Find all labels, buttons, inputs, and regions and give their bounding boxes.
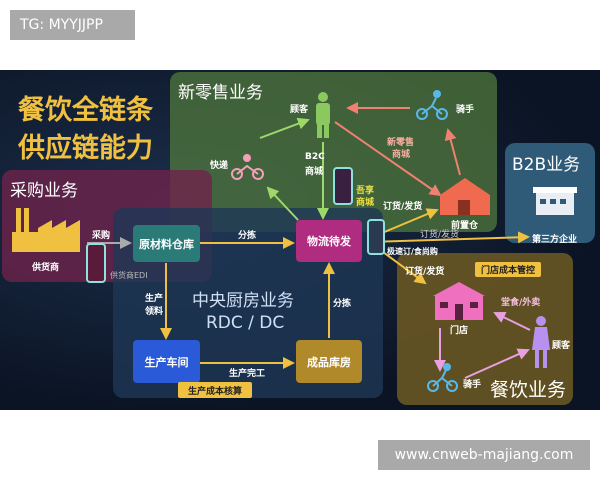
node-store-cost: 门店成本管控 (475, 262, 541, 277)
label-quick-order: 极速订/食尚购 (387, 247, 438, 256)
label-prod-pick-1: 生产 (145, 294, 164, 304)
phone-icon-supplier (86, 243, 106, 283)
label-third-party: 第三方企业 (532, 235, 578, 245)
arrow-express-customer (259, 117, 310, 139)
label-prod-done: 生产完工 (229, 369, 266, 379)
label-b2c-1: B2C (305, 152, 325, 162)
motorcycle-icon (231, 154, 264, 180)
arrow-customer-warehouse (334, 121, 442, 197)
zone-title-central-kitchen: 中央厨房业务 (192, 291, 294, 311)
arrow-customer-store (493, 311, 531, 331)
zone-title-b2b: B2B业务 (512, 155, 581, 175)
label-supplier: 供货商 (32, 263, 60, 273)
label-order-ship-3: 订货/发货 (405, 267, 445, 277)
label-sorting-2: 分拣 (333, 299, 352, 309)
label-purchase: 采购 (92, 231, 111, 241)
bicycle-icon-bottom (427, 363, 458, 392)
label-new-retail-mall-1: 新零售 (387, 138, 415, 148)
node-production-cost: 生产成本核算 (178, 382, 252, 398)
watermark-bottom: www.cnweb-majiang.com (378, 440, 590, 470)
arrows-layer (12, 90, 577, 392)
zone-title-purchase: 采购业务 (10, 181, 78, 201)
label-front-warehouse: 前置仓 (451, 221, 479, 231)
store-icon-b2b (533, 187, 577, 215)
bicycle-icon-top (416, 90, 448, 120)
arrow-order-b2b (369, 231, 530, 244)
barn-icon-front-warehouse (440, 178, 490, 215)
factory-icon (12, 208, 80, 252)
label-rider-bottom: 骑手 (463, 380, 482, 390)
customer-icon-green (316, 92, 330, 138)
label-order-ship-2: 订货/发货 (420, 230, 460, 240)
zone-title-new-retail: 新零售业务 (178, 83, 263, 103)
title-line1: 餐饮全链条 (18, 95, 153, 126)
watermark-top: TG: MYYJJPP (10, 10, 135, 40)
label-dine: 堂食/外卖 (501, 298, 541, 308)
label-wuxiang-2: 商城 (356, 198, 375, 208)
zone-subtitle-rdc: RDC / DC (206, 313, 285, 333)
label-order-ship-1: 订货/发货 (383, 202, 423, 212)
arrow-order-store (382, 251, 427, 285)
label-express: 快递 (210, 161, 229, 171)
arrow-logistics-express (266, 186, 299, 221)
label-prod-pick-2: 领料 (145, 307, 164, 317)
label-wuxiang-1: 吾享 (356, 186, 375, 196)
label-supplier-edi: 供货商EDI (110, 271, 148, 280)
label-rider-top: 骑手 (456, 105, 475, 115)
label-new-retail-mall-2: 商城 (392, 150, 411, 160)
label-customer-top: 顾客 (290, 105, 309, 115)
phone-icon-center (367, 219, 385, 255)
zone-title-catering: 餐饮业务 (490, 379, 567, 401)
title-line2: 供应链能力 (18, 133, 153, 164)
label-store: 门店 (450, 326, 469, 336)
node-finished-warehouse: 成品库房 (296, 340, 362, 383)
label-b2c-2: 商城 (305, 167, 324, 177)
customer-icon-purple (532, 316, 550, 368)
node-logistics: 物流待发 (296, 220, 362, 262)
phone-icon-wuxiang (333, 167, 353, 205)
arrow-warehouse-rider (444, 128, 461, 176)
store-icon-catering (433, 282, 485, 320)
supply-chain-diagram: 餐饮全链条 供应链能力 新零售业务 采购业务 中央厨房业务 RDC / DC B… (0, 70, 600, 410)
node-raw-warehouse: 原材料仓库 (133, 225, 200, 262)
label-sorting-1: 分拣 (238, 231, 257, 241)
node-workshop: 生产车间 (133, 340, 200, 383)
arrow-rider-customer-2 (464, 348, 530, 379)
label-customer-bottom: 顾客 (552, 341, 571, 351)
